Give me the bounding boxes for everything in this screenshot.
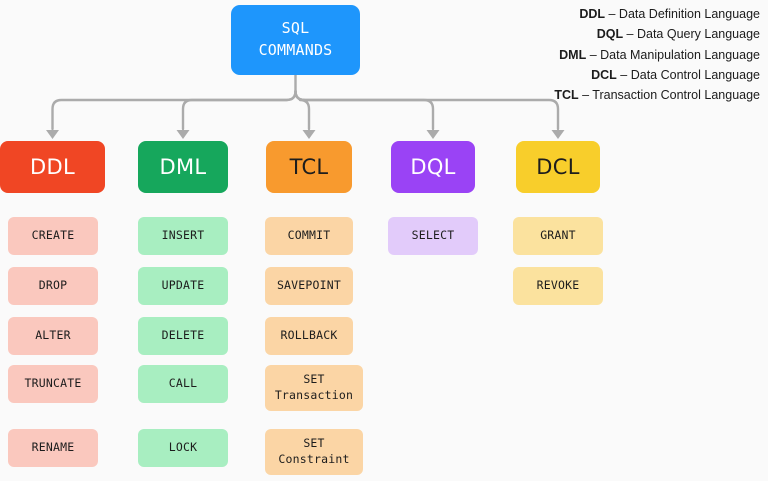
category-header-label: DML [159, 155, 207, 179]
command-item-label: GRANT [540, 228, 576, 243]
command-item[interactable]: CREATE [8, 217, 98, 255]
command-item-label: DELETE [161, 328, 205, 343]
legend-separator: – [605, 7, 619, 21]
command-item-label: INSERT [161, 228, 205, 243]
legend: DDL – Data Definition Language DQL – Dat… [554, 4, 760, 105]
command-item[interactable]: TRUNCATE [8, 365, 98, 403]
command-item[interactable]: CALL [138, 365, 228, 403]
category-header-label: TCL [289, 155, 329, 179]
command-item-label: ALTER [35, 328, 71, 343]
legend-row-dcl: DCL – Data Control Language [554, 65, 760, 85]
command-item-label: COMMIT [287, 228, 331, 243]
legend-abbr-tcl: TCL [554, 88, 579, 102]
legend-desc-ddl: Data Definition Language [618, 7, 760, 21]
legend-abbr-dql: DQL [596, 27, 624, 42]
category-header-label: DDL [30, 155, 75, 179]
legend-abbr-ddl: DDL [579, 7, 606, 21]
command-item[interactable]: INSERT [138, 217, 228, 255]
command-item-label: ROLLBACK [280, 328, 338, 343]
legend-abbr-dcl: DCL [591, 67, 617, 82]
legend-row-tcl: TCL – Transaction Control Language [554, 85, 760, 105]
legend-row-dql: DQL – Data Query Language [554, 24, 760, 44]
command-item-label: CALL [168, 376, 198, 391]
command-item-label: Constraint [278, 452, 350, 466]
category-header-dcl[interactable]: DCL [516, 141, 600, 193]
command-item[interactable]: SAVEPOINT [265, 267, 353, 305]
command-item[interactable]: REVOKE [513, 267, 603, 305]
command-item[interactable]: GRANT [513, 217, 603, 255]
command-item-label: SET [303, 372, 325, 387]
command-item[interactable]: DROP [8, 267, 98, 305]
legend-row-ddl: DDL – Data Definition Language [554, 4, 760, 24]
root-title-line2: COMMANDS [258, 41, 333, 59]
category-header-dql[interactable]: DQL [391, 141, 475, 193]
category-header-label: DQL [410, 155, 456, 179]
legend-desc-dml: Data Manipulation Language [600, 47, 760, 62]
category-header-ddl[interactable]: DDL [0, 141, 105, 193]
command-item[interactable]: ROLLBACK [265, 317, 353, 355]
legend-desc-dcl: Data Control Language [630, 67, 760, 82]
command-item-label: SET [303, 436, 325, 451]
command-item-label: RENAME [31, 440, 75, 455]
category-header-label: DCL [536, 155, 580, 179]
command-item[interactable]: COMMIT [265, 217, 353, 255]
command-item-label: REVOKE [536, 278, 580, 293]
legend-abbr-dml: DML [559, 47, 587, 62]
command-item[interactable]: UPDATE [138, 267, 228, 305]
command-item-label: TRUNCATE [24, 376, 82, 391]
command-item[interactable]: DELETE [138, 317, 228, 355]
command-item[interactable]: LOCK [138, 429, 228, 467]
category-header-tcl[interactable]: TCL [266, 141, 352, 193]
legend-separator: – [586, 47, 601, 62]
command-item-label: DROP [38, 278, 68, 293]
command-item-label: Transaction [274, 388, 354, 402]
command-item-label: SAVEPOINT [276, 278, 342, 293]
root-title-line1: SQL [281, 19, 310, 38]
category-header-dml[interactable]: DML [138, 141, 228, 193]
command-item[interactable]: ALTER [8, 317, 98, 355]
command-item[interactable]: RENAME [8, 429, 98, 467]
root-node-sql-commands: SQL COMMANDS [231, 5, 360, 75]
command-item-label: CREATE [31, 228, 75, 243]
legend-separator: – [616, 67, 631, 82]
legend-desc-tcl: Transaction Control Language [592, 88, 760, 102]
legend-row-dml: DML – Data Manipulation Language [554, 45, 760, 65]
legend-separator: – [623, 27, 637, 42]
command-item-label: SELECT [411, 228, 455, 243]
command-item-label: UPDATE [161, 278, 205, 293]
legend-separator: – [578, 88, 593, 102]
command-item-label: LOCK [168, 440, 198, 455]
command-item[interactable]: SELECT [388, 217, 478, 255]
legend-desc-dql: Data Query Language [636, 27, 760, 42]
